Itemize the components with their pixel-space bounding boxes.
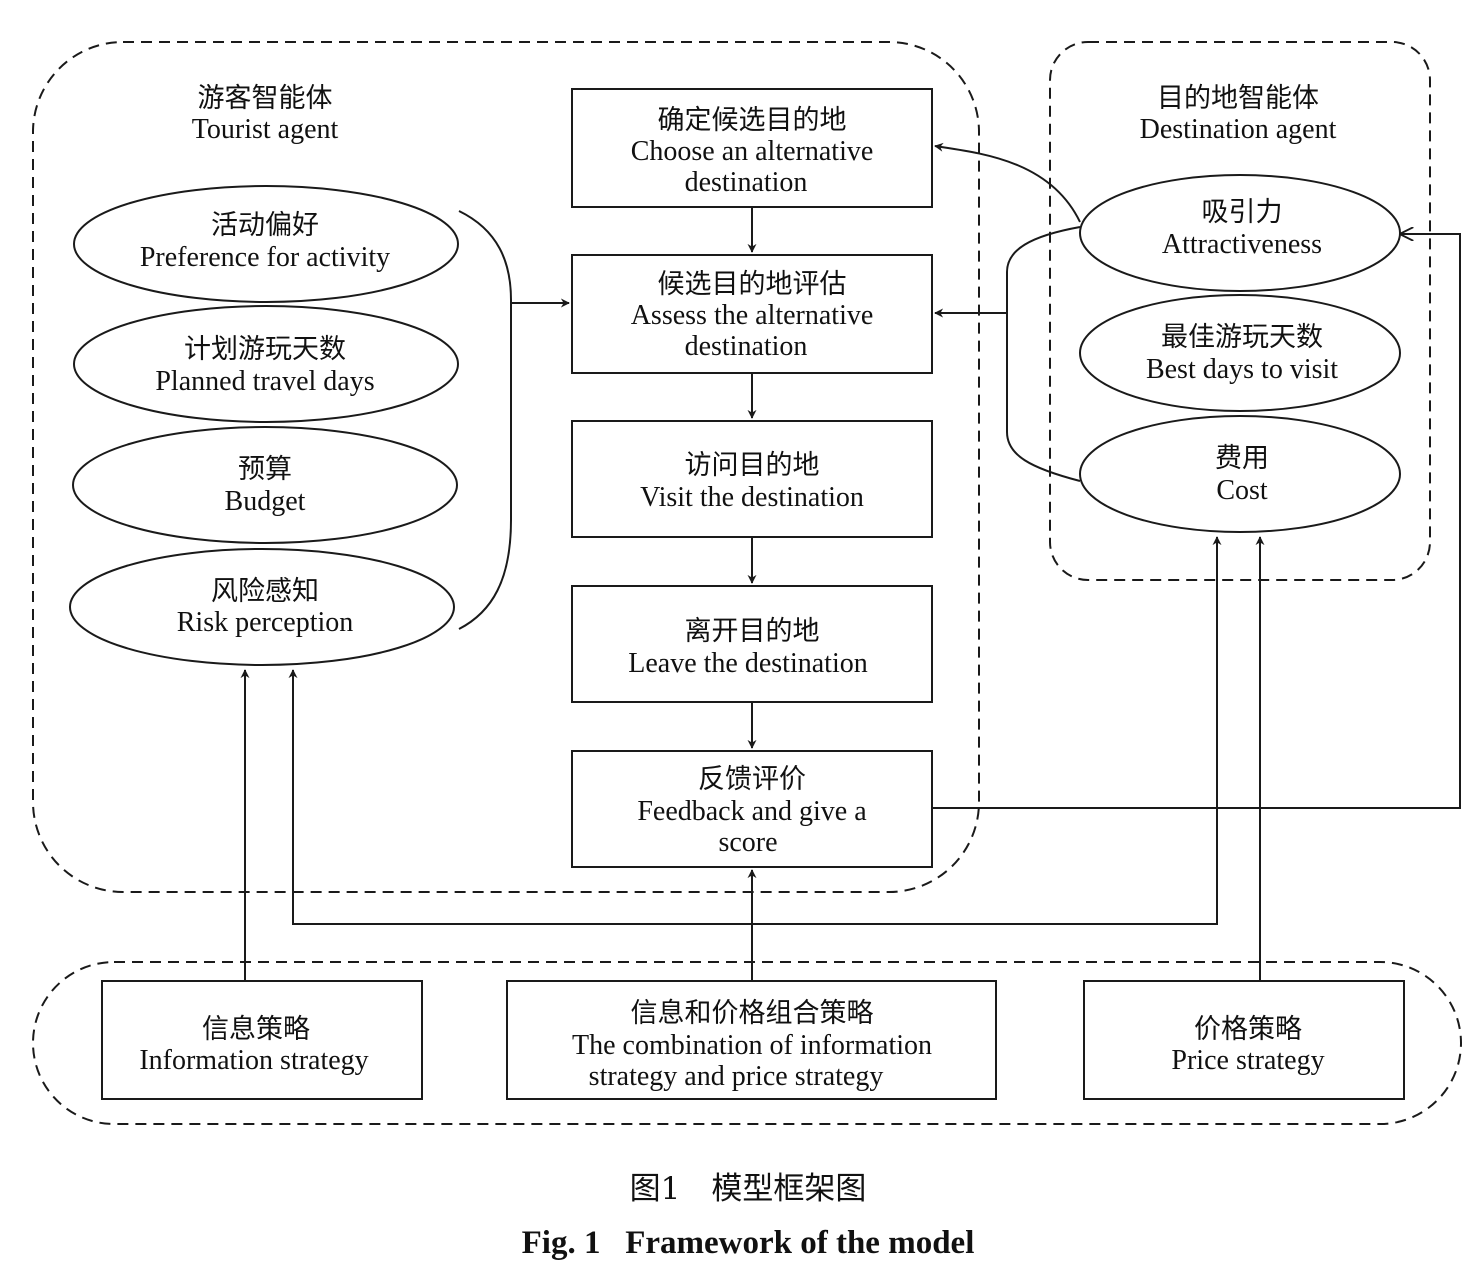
tourist-agent-title-en: Tourist agent: [192, 114, 339, 145]
step-visit-zh: 访问目的地: [685, 450, 820, 481]
step-choose-en-1: Choose an alternative: [631, 136, 874, 167]
tourist-attribute-days: 计划游玩天数 Planned travel days: [73, 305, 459, 423]
destination-agent-title-zh: 目的地智能体: [1157, 83, 1319, 114]
activity-preference-en: Preference for activity: [140, 242, 390, 273]
step-choose-destination: 确定候选目的地 Choose an alternative destinatio…: [571, 88, 933, 208]
step-feedback: 反馈评价 Feedback and give a score: [571, 750, 933, 868]
risk-perception-zh: 风险感知: [211, 576, 319, 607]
combo-strategy-en-2: strategy and price strategy: [589, 1061, 884, 1092]
tourist-attributes-brace: [458, 210, 512, 630]
planned-days-en: Planned travel days: [155, 366, 374, 397]
step-assess-destination: 候选目的地评估 Assess the alternative destinati…: [571, 254, 933, 374]
tourist-attribute-risk: 风险感知 Risk perception: [69, 548, 455, 666]
budget-en: Budget: [225, 486, 306, 517]
tourist-agent-title-zh: 游客智能体: [198, 83, 333, 114]
step-assess-en-1: Assess the alternative: [631, 300, 874, 331]
strategy-information: 信息策略 Information strategy: [101, 980, 423, 1100]
activity-preference-zh: 活动偏好: [211, 210, 319, 241]
price-strategy-en: Price strategy: [1171, 1045, 1324, 1076]
best-days-zh: 最佳游玩天数: [1161, 322, 1323, 353]
step-visit-destination: 访问目的地 Visit the destination: [571, 420, 933, 538]
tourist-agent-group: [32, 41, 980, 893]
step-leave-en: Leave the destination: [628, 648, 867, 679]
risk-perception-en: Risk perception: [177, 607, 354, 638]
price-strategy-zh: 价格策略: [1194, 1014, 1302, 1045]
tourist-attribute-budget: 预算 Budget: [72, 426, 458, 544]
arrow-feedback-to-attractiveness: [932, 234, 1461, 809]
figure-caption-en: Fig. 1 Framework of the model: [522, 1225, 975, 1261]
destination-attributes-brace: [1006, 226, 1081, 482]
planned-days-zh: 计划游玩天数: [184, 334, 346, 365]
step-feedback-en-1: Feedback and give a: [637, 796, 867, 827]
figure-caption-zh: 图1 模型框架图: [630, 1171, 867, 1207]
step-feedback-zh: 反馈评价: [698, 764, 806, 795]
step-assess-zh: 候选目的地评估: [658, 269, 847, 300]
cost-zh: 费用: [1215, 443, 1269, 474]
attractiveness-en: Attractiveness: [1162, 229, 1322, 260]
best-days-en: Best days to visit: [1146, 354, 1338, 385]
step-choose-zh: 确定候选目的地: [658, 105, 847, 136]
destination-attribute-cost: 费用 Cost: [1079, 415, 1401, 533]
strategy-combination: 信息和价格组合策略 The combination of information…: [506, 980, 997, 1100]
step-leave-destination: 离开目的地 Leave the destination: [571, 585, 933, 703]
step-assess-en-2: destination: [685, 331, 808, 362]
step-leave-zh: 离开目的地: [685, 616, 820, 647]
step-visit-en: Visit the destination: [640, 482, 864, 513]
strategy-group: [32, 961, 1462, 1125]
cost-en: Cost: [1216, 475, 1268, 506]
arrow-attractiveness-to-choose: [934, 142, 1081, 223]
info-strategy-en: Information strategy: [139, 1045, 368, 1076]
step-feedback-en-2: score: [718, 827, 777, 858]
combo-strategy-en-1: The combination of information: [572, 1030, 932, 1061]
tourist-attribute-activity: 活动偏好 Preference for activity: [73, 185, 459, 303]
destination-attribute-best-days: 最佳游玩天数 Best days to visit: [1079, 294, 1401, 412]
arrow-combo-to-risk-and-cost: [288, 540, 1218, 925]
destination-agent-group: [1049, 41, 1431, 581]
destination-attribute-attractiveness: 吸引力 Attractiveness: [1079, 174, 1401, 292]
budget-zh: 预算: [238, 454, 292, 485]
strategy-price: 价格策略 Price strategy: [1083, 980, 1405, 1100]
combo-strategy-zh: 信息和价格组合策略: [631, 998, 874, 1029]
attractiveness-zh: 吸引力: [1202, 197, 1283, 228]
step-choose-en-2: destination: [685, 167, 808, 198]
info-strategy-zh: 信息策略: [202, 1014, 310, 1045]
destination-agent-title-en: Destination agent: [1140, 114, 1337, 145]
